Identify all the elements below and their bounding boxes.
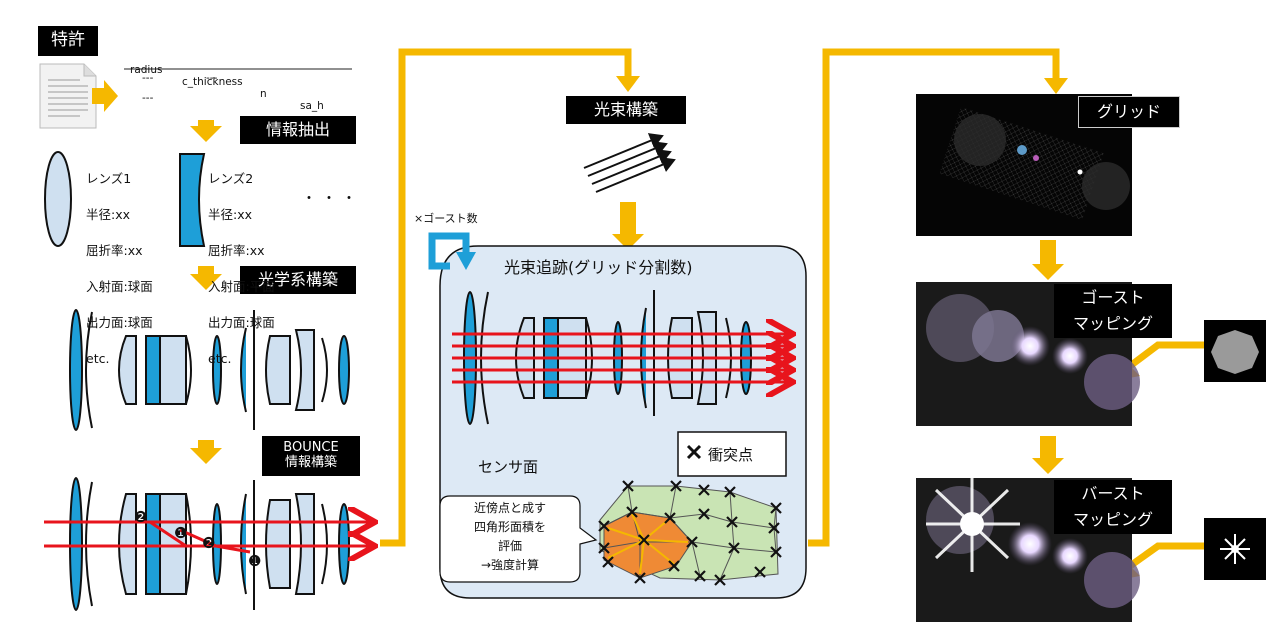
lens2-name: レンズ2 [208,171,254,186]
bounce-marker: ❶ [174,524,188,542]
loop-arrow-icon [428,232,470,270]
burst-sample-image [1204,518,1266,580]
table-cell: --- [206,72,218,84]
optics-step-label: 光学系構築 [240,266,356,294]
lens1-index: 屈折率:xx [86,243,143,258]
beam-bundle-icon [583,133,676,193]
grid-label: グリッド [1078,96,1180,128]
trace-optical-diagram [452,290,790,425]
table-cell: --- [142,92,154,104]
lens1-name: レンズ1 [86,171,132,186]
arrow-down-icon [1032,436,1064,474]
lens2-exit-surface: 出力面:球面 [208,315,275,330]
lens2-radius: 半径:xx [208,207,253,222]
arrow-down-icon [190,120,222,142]
trace-title: 光束追跡(グリッド分割数) [504,258,693,277]
bounce-marker: ❶ [248,552,262,570]
arrow-down-icon [190,440,222,464]
cross-icon [686,444,702,460]
connector-to-grid [808,48,1060,547]
collision-mesh-diagram [598,480,782,586]
lens2-etc: etc. [208,351,232,366]
sensor-label: センサ面 [478,458,539,476]
lens1-icon [44,151,72,247]
optical-system-diagram [69,309,350,431]
lens1-entry-surface: 入射面:球面 [86,279,153,294]
connector-burst-sample [1127,542,1204,569]
arrow-right-icon [92,80,118,112]
lens1-spec: レンズ1 半径:xx 屈折率:xx 入射面:球面 出力面:球面 etc. [86,152,153,386]
table-header-c-thickness: c_thickness [182,76,243,88]
bounce-marker: ❷ [202,534,216,552]
extract-step-label: 情報抽出 [240,116,356,144]
ellipsis: ・・・ [302,191,362,207]
lens1-exit-surface: 出力面:球面 [86,315,153,330]
ghost-sample-image [1204,320,1266,382]
connector-ghost-sample [1127,341,1204,369]
arrow-down-icon [612,202,644,250]
lens1-etc: etc. [86,351,110,366]
lens2-icon [179,153,206,247]
ghost-render-image [916,282,1140,426]
collision-label: 衝突点 [708,446,754,464]
beam-build-label: 光束構築 [566,96,686,124]
patent-document-icon [39,63,97,129]
arrow-down-icon [190,266,222,290]
lens1-radius: 半径:xx [86,207,131,222]
arrow-down-icon [1032,240,1064,280]
patent-label: 特許 [38,26,98,56]
callout-text: 近傍点と成す 四角形面積を 評価 →強度計算 [473,501,546,572]
ghost-count-label: ×ゴースト数 [414,212,478,225]
bounce-step-label: BOUNCE 情報構築 [262,436,360,476]
callout-bubble [439,495,598,583]
table-header-sa-h: sa_h [300,100,324,112]
bounce-optical-diagram [44,477,372,611]
table-cell: --- [142,72,154,84]
lens2-entry-surface: 入射面:平面 [208,279,275,294]
lens2-index: 屈折率:xx [208,243,265,258]
table-header: radius c_thickness n sa_h [130,52,360,112]
lens2-spec: レンズ2 半径:xx 屈折率:xx 入射面:平面 出力面:球面 etc. [208,152,275,386]
table-header-n: n [260,88,267,100]
connector-to-beam-build [380,48,632,547]
bounce-marker: ❷ [134,508,148,526]
table-header-radius: radius [130,64,163,76]
ghost-mapping-label: ゴースト マッピング [1054,284,1172,338]
burst-mapping-label: バースト マッピング [1054,480,1172,534]
